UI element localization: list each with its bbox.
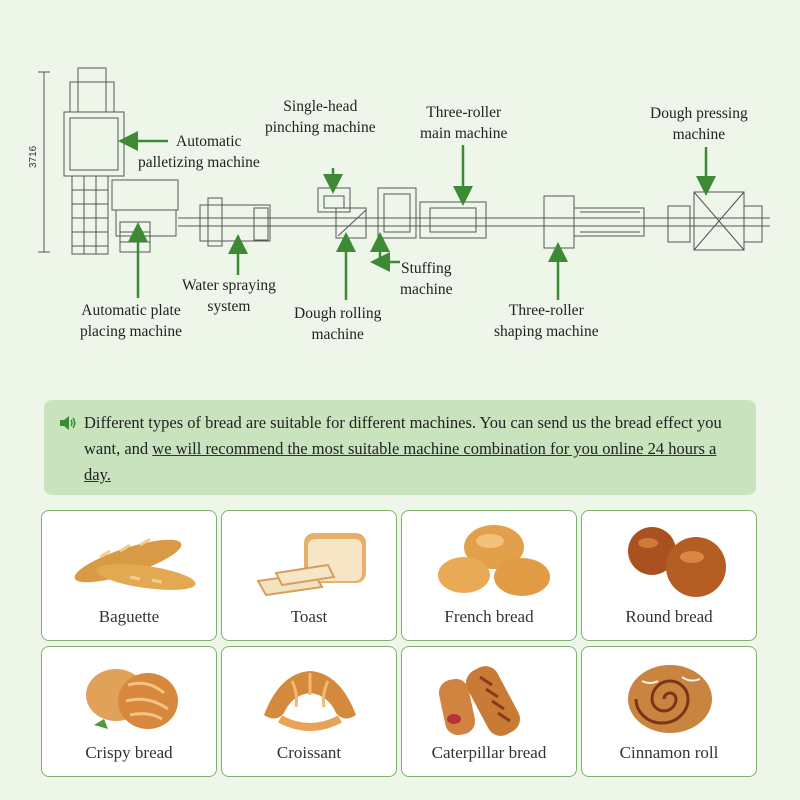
- label-main-machine: Three-roller main machine: [420, 104, 508, 142]
- bread-name: Toast: [290, 607, 328, 626]
- round-bread-icon: [628, 527, 726, 597]
- label-shaping: Three-roller shaping machine: [494, 302, 599, 340]
- bread-name: French bread: [444, 607, 534, 626]
- crispy-bread-icon: [86, 669, 178, 729]
- toast-icon: [256, 533, 366, 597]
- bread-card-baguette[interactable]: Baguette: [41, 510, 217, 641]
- label-palletizing: Automatic palletizing machine: [138, 133, 260, 171]
- bread-name: Baguette: [98, 607, 160, 626]
- notice-text: Different types of bread are suitable fo…: [84, 413, 722, 458]
- bread-card-french-bread[interactable]: French bread: [401, 510, 577, 641]
- production-line-diagram: 3716 Automatic palletizing machine Singl…: [0, 0, 800, 385]
- cinnamon-roll-icon: [628, 665, 712, 733]
- bread-card-crispy-bread[interactable]: Crispy bread: [41, 646, 217, 777]
- notice-link-text[interactable]: we will recommend the most suitable mach…: [84, 439, 717, 484]
- bread-card-caterpillar-bread[interactable]: Caterpillar bread: [401, 646, 577, 777]
- label-plate-placing: Automatic plate placing machine: [80, 302, 182, 340]
- baguette-icon: [74, 537, 196, 590]
- bread-card-round-bread[interactable]: Round bread: [581, 510, 757, 641]
- label-dough-rolling: Dough rolling machine: [294, 305, 382, 343]
- bread-name: Crispy bread: [85, 743, 173, 762]
- dimension-text: 3716: [28, 145, 39, 168]
- french-bread-icon: [438, 525, 550, 596]
- bread-card-toast[interactable]: Toast: [221, 510, 397, 641]
- bread-name: Round bread: [625, 607, 713, 626]
- label-pressing: Dough pressing machine: [650, 105, 748, 143]
- caterpillar-bread-icon: [438, 666, 520, 736]
- speaker-icon: [60, 416, 76, 430]
- recommendation-notice: Different types of bread are suitable fo…: [44, 400, 756, 495]
- bread-name: Croissant: [276, 743, 342, 762]
- label-water-spraying: Water spraying system: [182, 277, 276, 315]
- line-drawing: 3716: [28, 67, 770, 300]
- bread-name: Caterpillar bread: [431, 743, 547, 762]
- bread-name: Cinnamon roll: [619, 743, 719, 762]
- bread-card-croissant[interactable]: Croissant: [221, 646, 397, 777]
- bread-grid: Baguette Toast French bread Round bread: [41, 510, 757, 777]
- croissant-icon: [264, 671, 356, 731]
- label-stuffing: Stuffing machine: [400, 260, 453, 298]
- label-pinching: Single-head pinching machine: [265, 98, 376, 136]
- bread-card-cinnamon-roll[interactable]: Cinnamon roll: [581, 646, 757, 777]
